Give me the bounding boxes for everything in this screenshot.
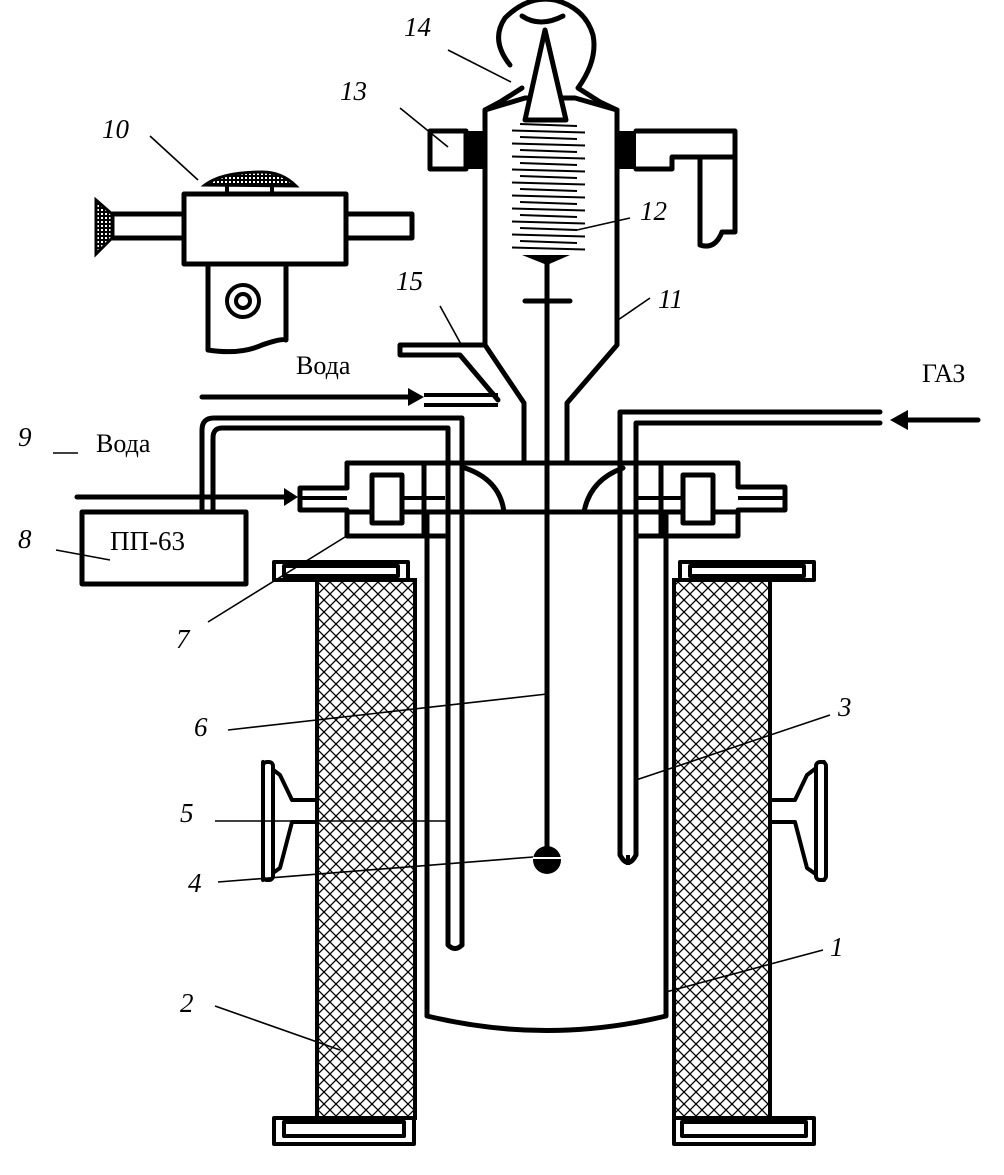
condenser-column	[397, 95, 620, 466]
coil-winding	[511, 207, 586, 212]
heater-left	[261, 560, 417, 1146]
lid-flange	[297, 460, 788, 539]
clamp-holder-10	[94, 170, 415, 355]
coil-cone	[522, 255, 570, 265]
potentiometer-label: ПП-63	[110, 526, 185, 556]
gas-label: ГАЗ	[922, 359, 965, 388]
callout-3: 3	[837, 692, 852, 722]
coil-winding	[511, 181, 586, 186]
coil-winding	[511, 155, 586, 160]
coil-winding	[519, 162, 578, 166]
crucible	[424, 511, 669, 1033]
callout-12: 12	[640, 196, 667, 226]
coil-winding	[511, 129, 586, 134]
potentiometer-box	[79, 509, 249, 587]
coil-winding	[519, 175, 578, 179]
coil-winding	[511, 168, 586, 173]
top-flask	[482, 0, 620, 123]
leader-lines	[53, 49, 831, 1051]
callout-numbers: 1 2 3 4 5 6 7 8 9 10 11 12 13 14 15	[18, 12, 852, 1018]
water-label-top: Вода	[296, 351, 351, 380]
callout-2: 2	[180, 988, 194, 1018]
coil-winding	[519, 240, 578, 244]
callout-1: 1	[830, 932, 844, 962]
water-label-left: Вода	[96, 429, 151, 458]
callout-15: 15	[396, 266, 423, 296]
stirrer-bob	[533, 846, 561, 874]
callout-6: 6	[194, 712, 208, 742]
coil-winding	[519, 188, 578, 192]
coil-winding	[519, 136, 578, 140]
coil-winding	[511, 246, 586, 251]
coil-winding	[511, 233, 586, 238]
callout-9: 9	[18, 422, 32, 452]
callout-8: 8	[18, 524, 32, 554]
callout-10: 10	[102, 114, 130, 144]
coil-winding	[519, 123, 578, 127]
callout-11: 11	[658, 284, 683, 314]
callout-13: 13	[340, 76, 367, 106]
water-arrowhead-left	[284, 488, 298, 506]
coil-winding	[519, 149, 578, 153]
gas-tube	[617, 409, 883, 865]
callout-4: 4	[188, 868, 202, 898]
water-arrowhead-top	[408, 388, 424, 406]
coil-winding	[511, 142, 586, 147]
coil-winding	[519, 227, 578, 231]
callout-5: 5	[180, 798, 194, 828]
thermocouple-tube-left	[199, 415, 465, 951]
cooling-coil	[511, 123, 586, 251]
callout-7: 7	[176, 624, 191, 654]
coil-winding	[519, 214, 578, 218]
heater-right	[672, 560, 828, 1146]
callout-14: 14	[404, 12, 431, 42]
coil-winding	[511, 194, 586, 199]
coil-winding	[511, 220, 586, 225]
gas-arrowhead	[890, 410, 908, 430]
coil-winding	[519, 201, 578, 205]
